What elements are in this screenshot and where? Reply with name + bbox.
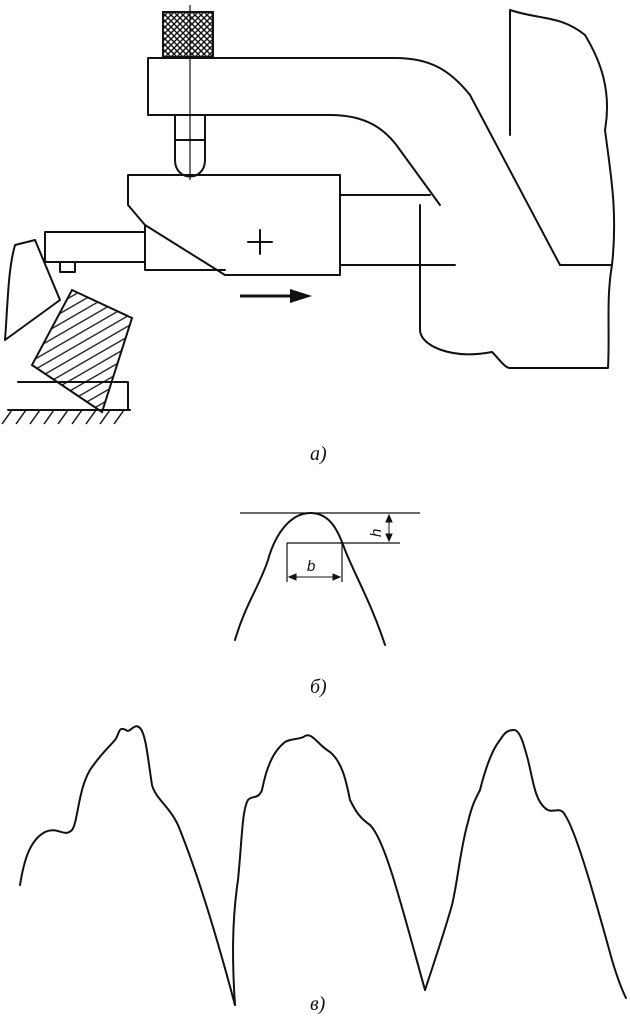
dim-b-label: b [307,558,315,575]
workpiece-left [4,239,61,341]
dim-b-arrow [287,573,342,581]
guide-rod [339,194,456,266]
knurled-screw-head [162,11,214,58]
frame-wall [491,9,616,369]
sliding-block [127,174,341,276]
profilogram-drawing [19,725,627,1006]
stylus-arm [44,231,146,273]
caliper-arm [147,57,561,356]
arrow-head [290,289,312,303]
profile-detail-drawing: b h [234,511,420,646]
measuring-device-drawing [1,5,616,425]
profile-peak-3 [424,729,627,999]
label-fig-a: а) [310,443,327,465]
profile-peak-2 [232,734,426,1006]
dim-h-arrow [385,513,393,543]
label-fig-c: в) [310,993,326,1015]
label-fig-b: б) [310,676,327,698]
dim-h-label: h [368,529,385,537]
ground-hatching [1,409,125,425]
profile-peak-1 [19,725,236,1006]
block-center-mark [247,229,273,255]
tooth-profile-b [234,511,386,646]
